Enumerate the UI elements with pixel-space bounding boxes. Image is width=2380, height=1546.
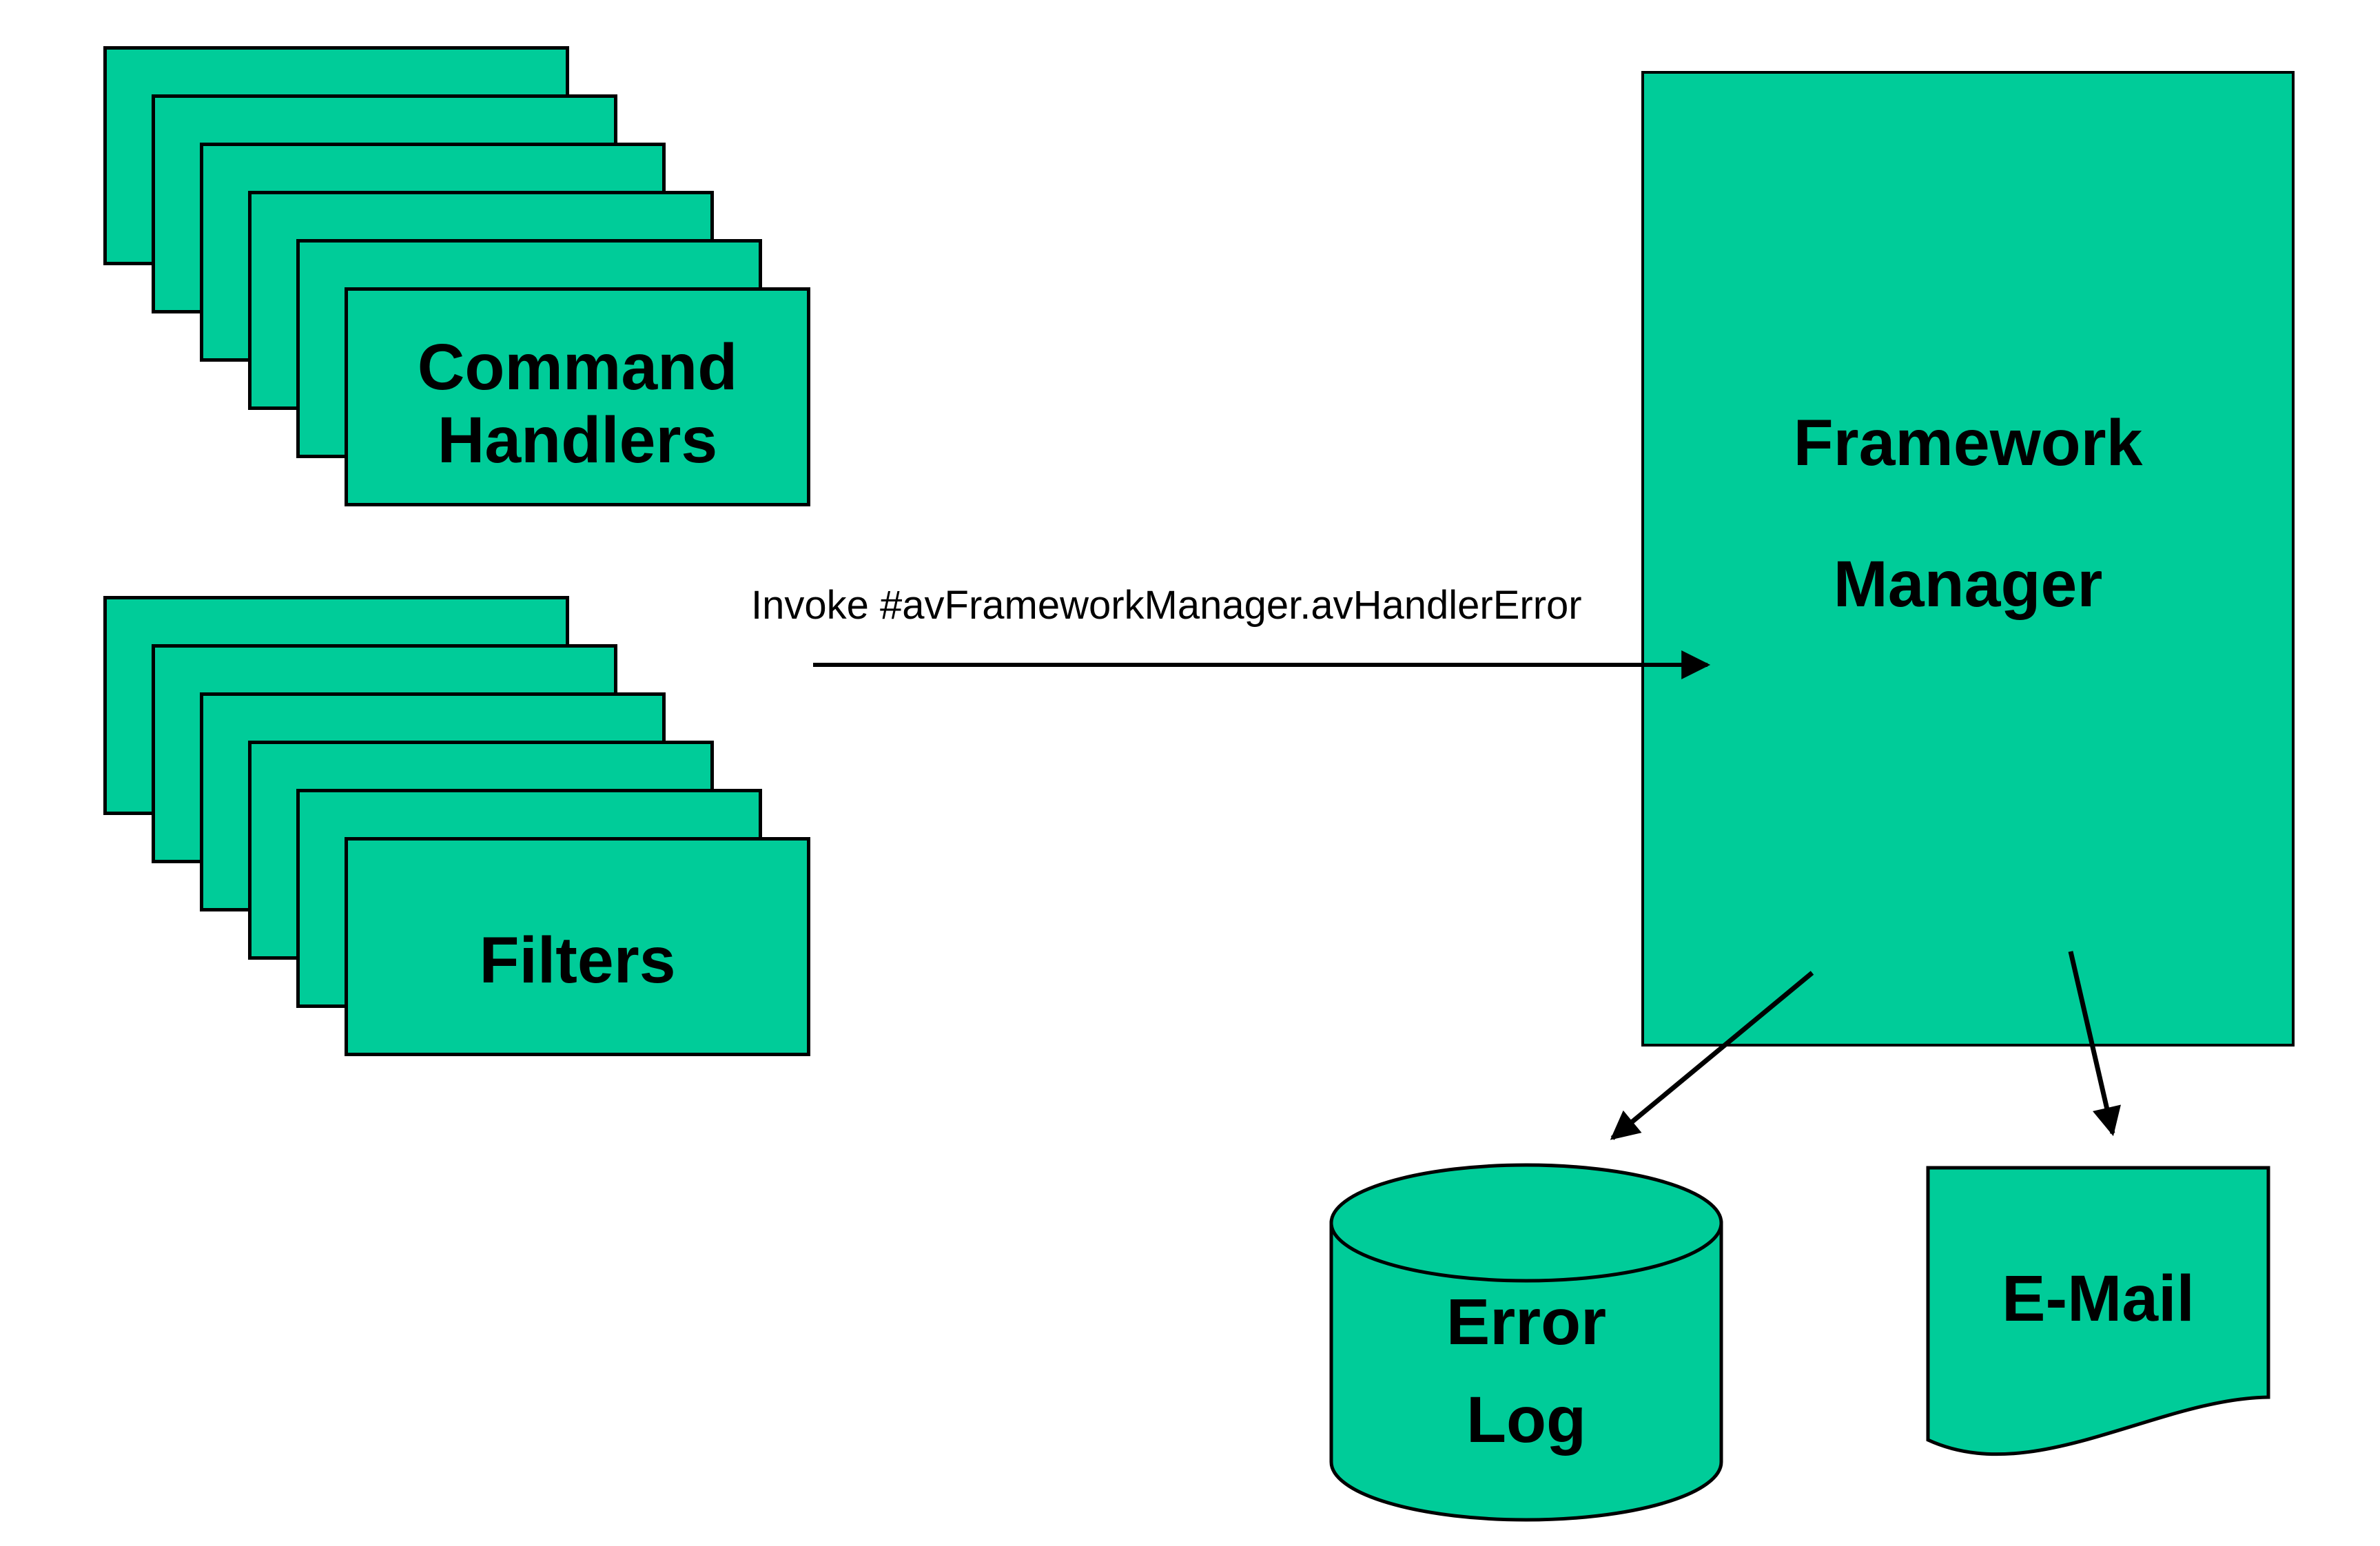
command-handlers-front-card: Command Handlers [345, 287, 810, 506]
invoke-arrow-label: Invoke #avFrameworkManager.avHandlerErro… [751, 583, 1582, 628]
error-log-label: Error Log [1331, 1223, 1721, 1519]
command-handlers-label: Command Handlers [348, 291, 807, 503]
error-log-label-line2: Log [1466, 1383, 1587, 1456]
error-log-cylinder [1329, 1163, 1723, 1522]
email-document-shape [1926, 1166, 2270, 1456]
framework-manager-label-line2: Manager [1833, 548, 2103, 621]
framework-manager-box: Framework Manager [1641, 71, 2295, 1047]
command-handlers-label-line2: Handlers [437, 404, 718, 477]
email-label: E-Mail [2002, 1262, 2195, 1335]
filters-front-card: Filters [345, 837, 810, 1056]
filters-label: Filters [479, 924, 676, 997]
command-handlers-label-line1: Command [417, 331, 738, 404]
framework-manager-label-line1: Framework [1793, 406, 2143, 480]
error-log-label-line1: Error [1446, 1286, 1607, 1359]
